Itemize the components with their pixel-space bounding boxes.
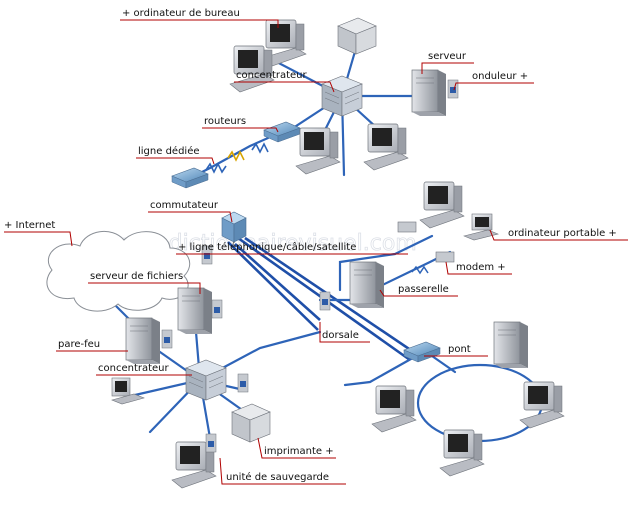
- token-ring: [416, 363, 544, 443]
- dedicated-line-icon: [205, 142, 269, 174]
- label-routeurs: routeurs: [202, 116, 279, 133]
- svg-text:+ ligne téléphonique/câble/sat: + ligne téléphonique/câble/satellite: [178, 241, 356, 253]
- modem-icon: [435, 251, 455, 263]
- laptop-icon: [111, 377, 145, 405]
- label-modem: modem +: [445, 261, 512, 275]
- desktop-computer-icon: [371, 385, 417, 433]
- label-ordinateur-portable: ordinateur portable +: [489, 228, 628, 241]
- label-onduleur: onduleur +: [453, 71, 534, 91]
- label-ligne-telephonique: + ligne téléphonique/câble/satellite: [176, 241, 408, 255]
- svg-text:ordinateur portable +: ordinateur portable +: [508, 228, 617, 239]
- label-ordinateur-de-bureau: + ordinateur de bureau: [120, 8, 279, 28]
- desktop-computer-icon: [419, 181, 465, 229]
- svg-text:+ ordinateur de bureau: + ordinateur de bureau: [122, 8, 240, 19]
- svg-text:imprimante +: imprimante +: [264, 446, 334, 457]
- svg-text:serveur de fichiers: serveur de fichiers: [90, 271, 183, 282]
- hub-icon: [185, 359, 227, 401]
- label-concentrateur-bottom: concentrateur: [96, 363, 192, 376]
- desktop-computer-icon: [519, 381, 565, 429]
- laptop-icon: [463, 213, 499, 241]
- gateway-tower-icon: [349, 261, 385, 309]
- ups-icon: [237, 373, 249, 393]
- internet-cloud: [46, 231, 191, 312]
- label-pare-feu: pare-feu: [56, 339, 128, 352]
- server-tower-icon: [493, 321, 529, 369]
- desktop-computer-icon: [363, 123, 409, 171]
- label-unite-de-sauvegarde: unité de sauvegarde: [219, 457, 346, 485]
- svg-text:serveur: serveur: [428, 51, 467, 62]
- ups-icon: [319, 291, 331, 311]
- svg-text:concentrateur: concentrateur: [98, 363, 170, 374]
- svg-text:+ Internet: + Internet: [4, 220, 55, 231]
- ups-icon: [211, 299, 223, 319]
- label-dorsale: dorsale: [319, 322, 370, 343]
- printer-icon: [231, 403, 271, 443]
- printer-icon: [337, 17, 377, 55]
- ups-icon: [161, 329, 173, 349]
- svg-text:onduleur +: onduleur +: [472, 71, 528, 82]
- label-commutateur: commutateur: [148, 200, 233, 223]
- label-concentrateur-top: concentrateur: [234, 70, 335, 93]
- svg-text:pont: pont: [448, 344, 471, 355]
- svg-text:dorsale: dorsale: [322, 330, 359, 341]
- svg-text:commutateur: commutateur: [150, 200, 219, 211]
- label-internet: + Internet: [4, 220, 73, 247]
- label-imprimante: imprimante +: [257, 437, 336, 459]
- label-pont: pont: [424, 344, 488, 357]
- modem-icon: [397, 221, 417, 233]
- file-server-tower-icon: [177, 287, 213, 335]
- desktop-computer-icon: [229, 45, 275, 93]
- svg-text:unité de sauvegarde: unité de sauvegarde: [226, 471, 329, 483]
- svg-text:routeurs: routeurs: [204, 116, 246, 127]
- svg-text:modem +: modem +: [456, 262, 506, 273]
- svg-text:pare-feu: pare-feu: [58, 339, 100, 350]
- svg-text:concentrateur: concentrateur: [236, 70, 308, 81]
- backup-unit-icon: [205, 433, 217, 453]
- desktop-computer-icon: [439, 429, 485, 477]
- firewall-tower-icon: [125, 317, 161, 365]
- svg-text:passerelle: passerelle: [398, 284, 449, 295]
- label-serveur: serveur: [421, 51, 474, 74]
- label-passerelle: passerelle: [379, 284, 458, 297]
- desktop-computer-icon: [295, 127, 341, 175]
- router-icon: [263, 121, 301, 143]
- label-ligne-dediee: ligne dédiée: [136, 145, 215, 165]
- label-serveur-de-fichiers: serveur de fichiers: [88, 271, 201, 294]
- svg-text:ligne dédiée: ligne dédiée: [138, 145, 200, 157]
- switch-icon: [221, 211, 247, 243]
- server-tower-icon: [411, 69, 447, 117]
